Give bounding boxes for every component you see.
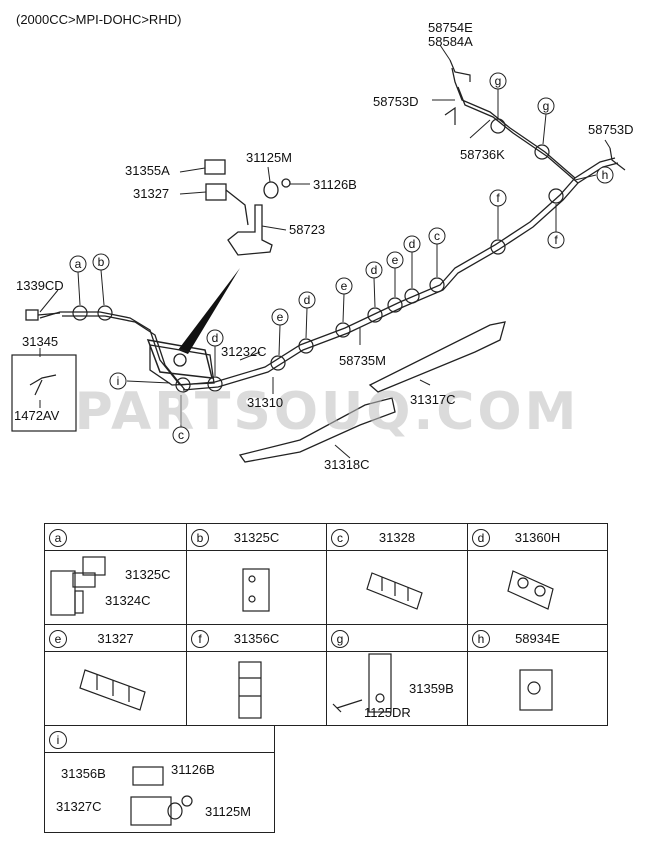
fuel-tube-assembly (39, 67, 619, 391)
label-31232C: 31232C (221, 344, 267, 359)
grid-a-sub2: 31324C (105, 593, 151, 608)
grid-letter-h: h (472, 630, 490, 648)
clip-h-drawing (519, 669, 553, 711)
pointer-arrow (178, 268, 240, 354)
hose-detail-box (11, 354, 77, 432)
clip-g-drawing (332, 653, 392, 713)
clip-a-drawing (50, 556, 106, 616)
grid-part-number: 31360H (514, 530, 561, 545)
grid-g-sub2: 1125DR (364, 705, 411, 720)
label-31355A: 31355A (125, 163, 170, 178)
clip-b-drawing (242, 568, 270, 612)
grid-i-sub3: 31327C (56, 799, 102, 814)
grid-part-number: 31356C (233, 631, 280, 646)
grid-letter-e: e (49, 630, 67, 648)
grid-letter-c: c (331, 529, 349, 547)
grid-part-number: 31325C (233, 530, 280, 545)
grid-part-number: 58934E (515, 631, 560, 646)
label-31310: 31310 (247, 395, 284, 410)
clip-c-drawing (366, 572, 423, 610)
grid-cell-head: e 31327 (45, 625, 186, 652)
grid-letter-d: d (472, 529, 490, 547)
top-clip-parts (204, 159, 291, 256)
grid-cell-d[interactable]: d 31360H (467, 523, 608, 625)
grid-cell-f[interactable]: f 31356C (186, 624, 327, 726)
grid-i-sub1: 31356B (61, 766, 106, 781)
label-58753D-right: 58753D (588, 122, 634, 137)
grid-cell-a[interactable]: a 31325C 31324C (44, 523, 187, 625)
label-31327: 31327 (133, 186, 170, 201)
label-31125M: 31125M (246, 150, 293, 165)
label-58736K: 58736K (460, 147, 505, 162)
grid-cell-b[interactable]: b 31325C (186, 523, 327, 625)
label-58754E: 58754E (428, 20, 473, 35)
clip-d-drawing (507, 570, 554, 610)
label-31126B: 31126B (313, 177, 357, 192)
label-58723: 58723 (289, 222, 326, 237)
label-31318C: 31318C (324, 457, 370, 472)
left-tube-end (25, 309, 61, 321)
sensor-wires (444, 59, 626, 171)
grid-cell-head: b 31325C (187, 524, 326, 551)
label-1472AV: 1472AV (14, 408, 60, 423)
diagram-header: (2000CC>MPI-DOHC>RHD) (16, 12, 182, 27)
heat-protectors (238, 321, 506, 463)
label-1339CD: 1339CD (16, 278, 64, 293)
grid-cell-g[interactable]: g 31359B 1125DR (326, 624, 468, 726)
grid-cell-head: g (327, 625, 467, 652)
watermark: PARTSOUQ.COM (74, 382, 580, 442)
grid-cell-c[interactable]: c 31328 (326, 523, 468, 625)
leader-lines (39, 44, 611, 459)
label-58735M: 58735M (339, 353, 386, 368)
grid-letter-a: a (49, 529, 67, 547)
grid-letter-f: f (191, 630, 209, 648)
grid-cell-head: c 31328 (327, 524, 467, 551)
hose-icon (29, 374, 57, 396)
grid-part-number: 31327 (97, 631, 134, 646)
grid-i-sub2: 31126B (171, 762, 215, 777)
fuel-line-diagram (11, 44, 626, 463)
clip-f-drawing (238, 661, 262, 719)
label-58584A: 58584A (428, 34, 473, 49)
grid-cell-head: i (45, 726, 274, 753)
grid-letter-i: i (49, 731, 67, 749)
grid-cell-e[interactable]: e 31327 (44, 624, 187, 726)
grid-part-number: 31328 (378, 530, 416, 545)
grid-cell-head: a (45, 524, 186, 551)
grid-a-sub1: 31325C (125, 567, 171, 582)
clip-e-drawing (79, 669, 146, 711)
grid-i-sub4: 31125M (205, 804, 252, 819)
grid-cell-head: d 31360H (468, 524, 607, 551)
grid-cell-h[interactable]: h 58934E (467, 624, 608, 726)
grid-g-sub1: 31359B (409, 681, 454, 696)
grid-cell-head: f 31356C (187, 625, 326, 652)
grid-cell-head: h 58934E (468, 625, 607, 652)
clip-i-drawing (130, 766, 193, 826)
grid-letter-b: b (191, 529, 209, 547)
tube-clips (72, 118, 564, 393)
grid-cell-i[interactable]: i 31356B 31126B 31327C 31125M (44, 725, 275, 833)
label-31345: 31345 (22, 334, 59, 349)
label-31317C: 31317C (410, 392, 456, 407)
fuel-filter (149, 344, 215, 386)
grid-letter-g: g (331, 630, 349, 648)
label-58753D-top: 58753D (373, 94, 419, 109)
